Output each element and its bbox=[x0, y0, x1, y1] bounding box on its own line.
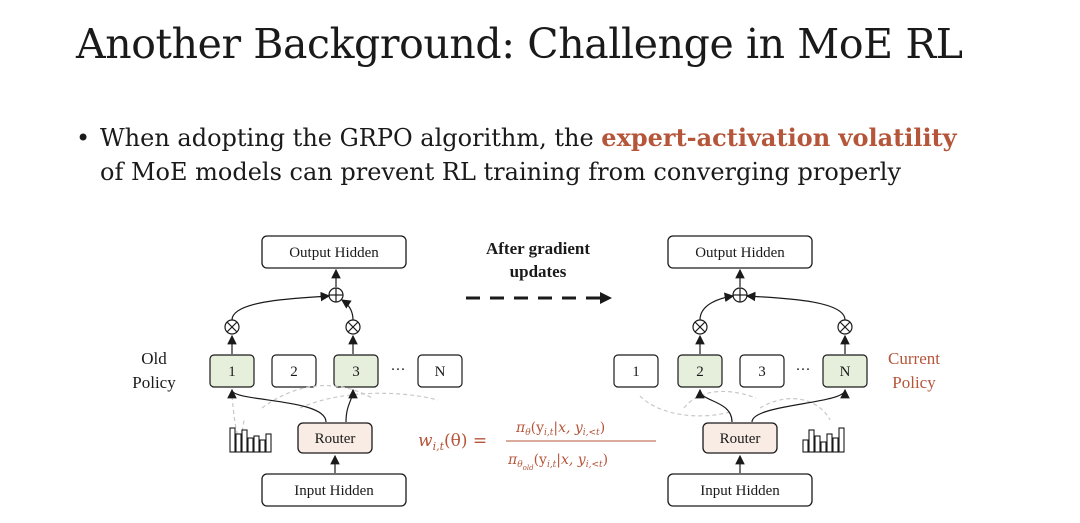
right-expert-2-label: 2 bbox=[696, 364, 704, 380]
bullet-text-pre: When adopting the GRPO algorithm, the bbox=[100, 124, 602, 152]
left-expert-2 bbox=[271, 354, 317, 388]
transition-label-line2: updates bbox=[510, 262, 567, 281]
left-multiply-icon-3 bbox=[345, 319, 361, 335]
old-policy-label-line1: Old bbox=[141, 349, 167, 368]
right-expert-3-label: 3 bbox=[758, 364, 766, 380]
left-expert-1-label: 1 bbox=[228, 364, 236, 380]
right-multiply-icon-2 bbox=[692, 319, 708, 335]
weight-formula: wi,t(θ) = πθ(yi,t|x, yi,<t) πθold(yi,t|x… bbox=[418, 420, 656, 472]
left-expert-n-label: N bbox=[435, 364, 446, 380]
bullet-line-2: of MoE models can prevent RL training fr… bbox=[100, 158, 902, 186]
right-expert-2 bbox=[677, 354, 723, 388]
left-output-hidden-label: Output Hidden bbox=[289, 245, 379, 261]
left-input-hidden-box bbox=[261, 473, 407, 507]
left-router-label: Router bbox=[315, 431, 356, 447]
left-expert-1 bbox=[209, 354, 255, 388]
right-output-hidden-label: Output Hidden bbox=[695, 245, 785, 261]
right-histogram-icon bbox=[802, 427, 845, 453]
formula-numerator: πθ(yi,t|x, yi,<t) bbox=[515, 420, 605, 438]
left-input-hidden-label: Input Hidden bbox=[294, 483, 374, 499]
left-expert-n bbox=[417, 354, 463, 388]
right-output-hidden-box bbox=[667, 235, 813, 269]
right-router-box bbox=[702, 422, 778, 454]
left-moe-block: Output Hidden 1 2 3 ··· bbox=[209, 235, 463, 507]
current-policy-label-line1: Current bbox=[888, 349, 940, 368]
old-policy-label-line2: Policy bbox=[132, 373, 176, 392]
slide-title: Another Background: Challenge in MoE RL bbox=[76, 20, 963, 68]
left-sum-icon bbox=[328, 287, 344, 303]
transition-label-line1: After gradient bbox=[486, 239, 590, 258]
right-expert-n bbox=[822, 354, 868, 388]
right-expert-n-label: N bbox=[840, 364, 851, 380]
right-expert-1-label: 1 bbox=[632, 364, 640, 380]
bullet-highlight: expert-activation volatility bbox=[601, 123, 957, 152]
bullet-dot-icon: • bbox=[76, 124, 91, 152]
right-expert-1 bbox=[613, 354, 659, 388]
left-histogram-icon bbox=[229, 427, 272, 453]
left-expert-2-label: 2 bbox=[290, 364, 298, 380]
current-policy-label-line2: Policy bbox=[892, 373, 936, 392]
left-ellipsis: ··· bbox=[391, 362, 406, 378]
left-multiply-icon-1 bbox=[224, 319, 240, 335]
left-output-hidden-box bbox=[261, 235, 407, 269]
formula-lhs: wi,t(θ) = bbox=[418, 431, 487, 453]
right-multiply-icon-n bbox=[837, 319, 853, 335]
dashed-arrow-icon bbox=[466, 292, 612, 304]
right-router-label: Router bbox=[720, 431, 761, 447]
right-sum-icon bbox=[732, 287, 748, 303]
bullet-line-1: • When adopting the GRPO algorithm, the e… bbox=[76, 121, 957, 155]
right-input-hidden-box bbox=[667, 473, 813, 507]
right-expert-3 bbox=[739, 354, 785, 388]
left-expert-3 bbox=[333, 354, 379, 388]
left-expert-3-label: 3 bbox=[352, 364, 360, 380]
right-input-hidden-label: Input Hidden bbox=[700, 483, 780, 499]
bullet-point: • When adopting the GRPO algorithm, the e… bbox=[76, 121, 957, 189]
right-ellipsis: ··· bbox=[796, 362, 811, 378]
formula-denominator: πθold(yi,t|x, yi,<t) bbox=[507, 452, 608, 472]
right-moe-block: Output Hidden 1 2 3 ··· N bbox=[613, 235, 868, 507]
left-router-box bbox=[297, 422, 373, 454]
